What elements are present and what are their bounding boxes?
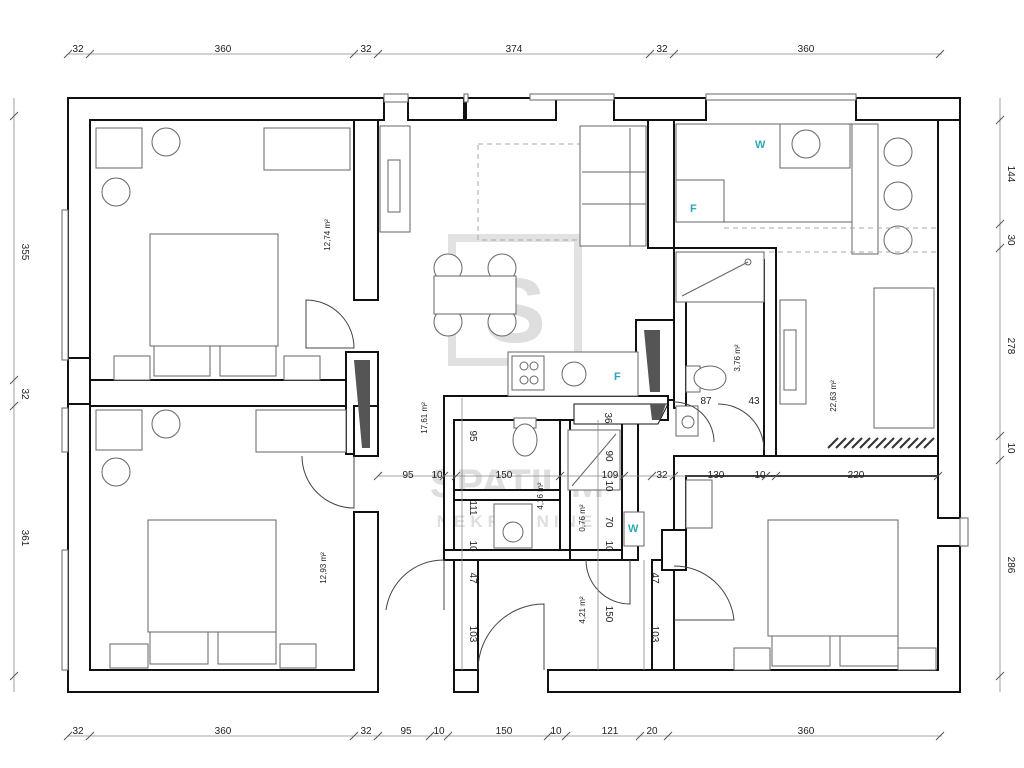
bottom-dim-6: 10 <box>550 726 562 737</box>
inner-dim-10c: 10 <box>603 480 614 492</box>
left-dimension-line: 355 32 361 <box>9 98 30 692</box>
right-dim-4: 286 <box>1005 557 1016 574</box>
bedroom-2: 12,93 m² <box>95 409 347 669</box>
inner-dim-103b: 103 <box>649 626 660 643</box>
top-dim-0: 32 <box>72 44 84 55</box>
inner-dim-10e: 10 <box>603 540 614 552</box>
bedroom-1-area-label: 12,74 m² <box>323 219 332 251</box>
inner-dim-130: 130 <box>708 470 725 481</box>
kitchen: W F 22,63 m² <box>675 123 938 449</box>
right-dim-3: 10 <box>1005 442 1016 454</box>
inner-dim-103a: 103 <box>467 626 478 643</box>
left-dim-2: 361 <box>19 530 30 547</box>
inner-dim-87: 87 <box>700 396 712 407</box>
inner-dim-70: 70 <box>603 516 614 528</box>
bottom-dim-7: 121 <box>602 726 619 737</box>
left-dim-0: 355 <box>19 244 30 261</box>
inner-dim-95a: 95 <box>402 470 414 481</box>
living-room: F 17,61 m² <box>354 125 660 448</box>
bedroom-1: 12,74 m² <box>95 127 351 381</box>
fridge-living-tag: F <box>614 371 621 383</box>
top-dim-5: 360 <box>798 44 815 55</box>
bottom-dim-5: 150 <box>496 726 513 737</box>
top-dim-3: 374 <box>506 44 523 55</box>
top-dim-4: 32 <box>656 44 668 55</box>
inner-dim-43: 43 <box>748 396 760 407</box>
top-dim-1: 360 <box>215 44 232 55</box>
inner-dim-109: 109 <box>602 470 619 481</box>
inner-dim-10b: 10 <box>431 470 443 481</box>
kitchen-area-label: 22,63 m² <box>829 380 838 412</box>
right-dim-0: 144 <box>1005 166 1016 183</box>
inner-vertical-dims: 95 111 10 47 103 90 10 70 10 150 47 103 … <box>461 396 760 670</box>
inner-dim-90: 90 <box>603 450 614 462</box>
inner-dimension-line: 95 10 150 109 32 130 10 220 <box>373 470 943 481</box>
inner-dim-47a: 47 <box>467 572 478 584</box>
fridge-kitchen-tag: F <box>690 203 697 215</box>
washer-hall-tag: W <box>628 523 639 535</box>
bathroom-2-area-label: 4,16 m² <box>536 482 545 509</box>
right-dim-1: 30 <box>1005 234 1016 246</box>
inner-dim-220: 220 <box>848 470 865 481</box>
right-dimension-line: 144 30 278 10 286 <box>995 98 1016 692</box>
left-dim-1: 32 <box>19 388 30 400</box>
bathroom-2: W 4,16 m² 0,76 m² 4,21 m² <box>493 403 669 624</box>
bathroom-1: 3,76 m² <box>675 251 765 437</box>
bedroom-2-area-label: 12,93 m² <box>319 552 328 584</box>
bottom-dim-0: 32 <box>72 726 84 737</box>
washer-kitchen-tag: W <box>755 139 766 151</box>
inner-dim-150b: 150 <box>603 606 614 623</box>
bathroom-1-area-label: 3,76 m² <box>733 344 742 371</box>
inner-dim-32: 32 <box>656 470 668 481</box>
doors <box>301 299 765 671</box>
bottom-dim-2: 32 <box>360 726 372 737</box>
hall-area-label: 4,21 m² <box>578 596 587 623</box>
bottom-dim-1: 360 <box>215 726 232 737</box>
bottom-dim-3: 95 <box>400 726 412 737</box>
bedroom-3 <box>685 479 937 671</box>
living-area-label: 17,61 m² <box>420 402 429 434</box>
bottom-dimension-line: 32 360 32 95 10 150 10 121 20 360 <box>63 726 945 741</box>
toilet-area-label: 0,76 m² <box>578 504 587 531</box>
inner-dim-36: 36 <box>602 412 613 424</box>
inner-dim-10a: 10 <box>754 470 766 481</box>
bottom-dim-4: 10 <box>433 726 445 737</box>
bottom-dim-9: 360 <box>798 726 815 737</box>
right-dim-2: 278 <box>1005 338 1016 355</box>
inner-dim-95b: 95 <box>467 430 478 442</box>
inner-dim-111: 111 <box>467 500 478 516</box>
top-dimension-line: 32 360 32 374 32 360 <box>63 44 945 59</box>
inner-dim-47b: 47 <box>649 572 660 584</box>
top-dim-2: 32 <box>360 44 372 55</box>
windows <box>61 93 969 671</box>
bottom-dim-8: 20 <box>646 726 658 737</box>
inner-dim-10d: 10 <box>467 540 478 552</box>
inner-dim-150a: 150 <box>496 470 513 481</box>
